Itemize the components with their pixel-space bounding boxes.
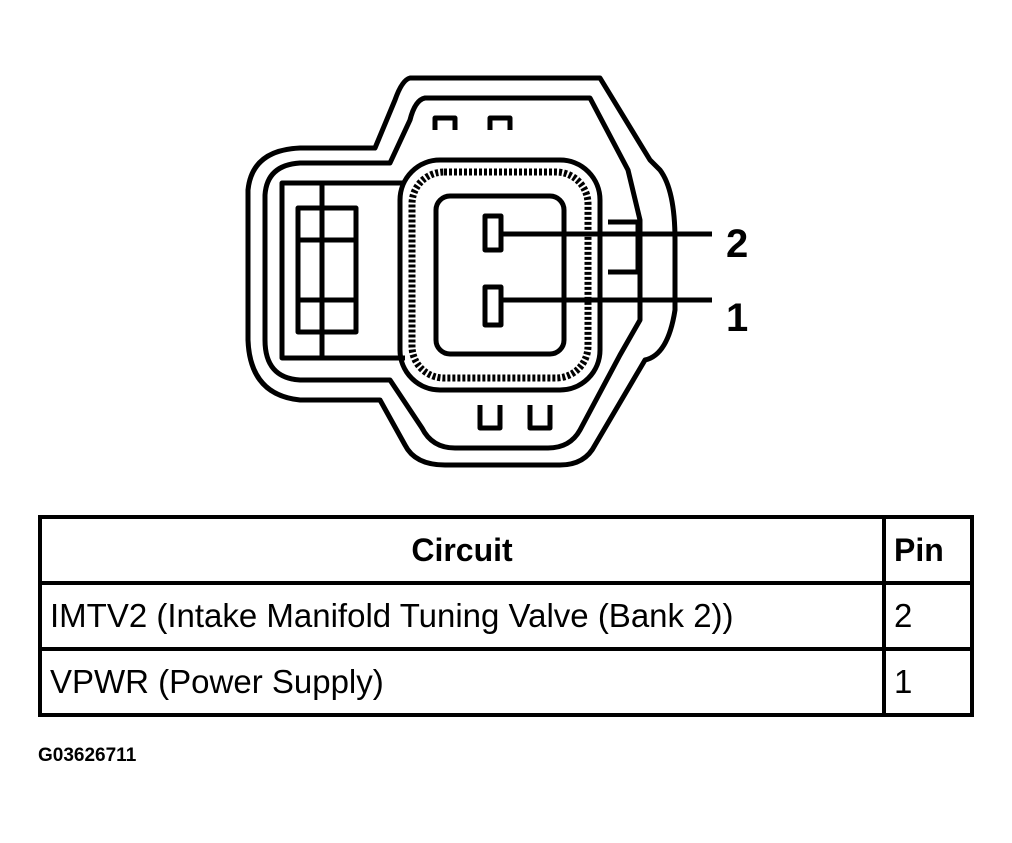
- pin-label-1: 1: [726, 296, 748, 340]
- cell-circuit: IMTV2 (Intake Manifold Tuning Valve (Ban…: [38, 581, 886, 651]
- connector-cavity: [433, 193, 567, 357]
- cell-pin: 2: [882, 581, 974, 651]
- connector-right-notch: [608, 219, 641, 275]
- connector-latch-frame: [279, 180, 325, 361]
- connector-inner-outline: [262, 95, 643, 451]
- connector-latch: [295, 205, 359, 335]
- table-header-row: Circuit Pin: [38, 515, 974, 585]
- cell-pin: 1: [882, 647, 974, 717]
- table-row: VPWR (Power Supply) 1: [38, 647, 974, 717]
- connector-cavity-ring: [397, 157, 603, 393]
- pin-label-2: 2: [726, 222, 748, 266]
- connector-outer-housing: [245, 75, 678, 468]
- connector-bottom-key: [477, 405, 553, 431]
- cell-circuit: VPWR (Power Supply): [38, 647, 886, 717]
- terminal-pin-1: [482, 284, 504, 328]
- connector-top-key: [432, 115, 513, 130]
- figure-id: G03626711: [38, 745, 137, 766]
- header-pin: Pin: [882, 515, 974, 585]
- terminal-pin-2: [482, 213, 504, 253]
- pinout-table: Circuit Pin IMTV2 (Intake Manifold Tunin…: [38, 515, 974, 717]
- header-circuit: Circuit: [38, 515, 886, 585]
- table-row: IMTV2 (Intake Manifold Tuning Valve (Ban…: [38, 581, 974, 651]
- connector-seal: [408, 168, 592, 382]
- connector-diagram: 2 1: [245, 75, 748, 468]
